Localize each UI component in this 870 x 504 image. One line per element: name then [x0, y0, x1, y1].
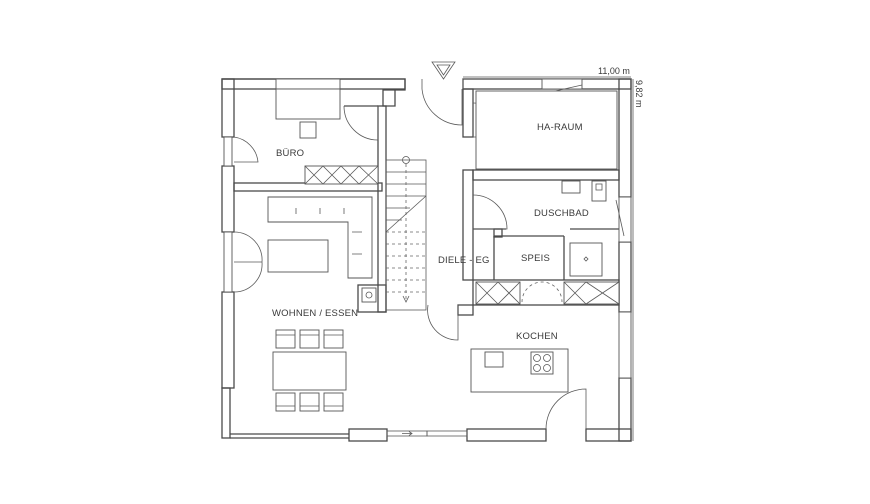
room-label-buero: BÜRO — [276, 148, 304, 159]
island-sink — [484, 351, 504, 368]
office-chair — [299, 121, 317, 139]
sofa — [267, 196, 373, 279]
stair-direction-arrow-icon — [402, 295, 410, 303]
windows — [223, 78, 632, 379]
width-dimension-label: 11,00 m — [598, 66, 630, 76]
doors — [233, 79, 587, 430]
door-entrance — [421, 88, 463, 126]
room-label-ha-raum: HA-RAUM — [537, 122, 583, 133]
coffee-table — [267, 239, 329, 273]
window-ha-raum — [541, 78, 583, 90]
shower — [569, 242, 603, 277]
toilet — [591, 180, 607, 202]
room-label-diele: DIELE - EG — [438, 255, 490, 266]
north-triangle-icon — [431, 61, 456, 80]
window-buero — [275, 78, 341, 90]
ha-raum-counter — [475, 90, 618, 170]
sink — [561, 180, 581, 194]
dimension-lines — [463, 76, 634, 441]
window-duschbad — [618, 196, 632, 243]
shelf-buero — [304, 165, 379, 185]
room-label-speis: SPEIS — [521, 253, 550, 264]
furniture — [267, 88, 620, 412]
room-label-duschbad: DUSCHBAD — [534, 208, 589, 219]
depth-dimension-label: 9,82 m — [634, 80, 644, 108]
door-kitchen-terrace — [545, 388, 587, 430]
door-buero — [343, 105, 379, 141]
staircase — [385, 156, 427, 311]
dining-table — [272, 351, 347, 391]
room-label-wohnen-essen: WOHNEN / ESSEN — [272, 308, 358, 319]
window-kochen — [618, 311, 632, 379]
cooktop — [530, 351, 554, 375]
stove — [361, 287, 377, 303]
kitchen-cabinets-top — [475, 281, 620, 305]
door-duschbad — [472, 194, 508, 230]
door-kochen — [427, 304, 459, 341]
desk — [275, 88, 341, 120]
room-label-kochen: KOCHEN — [516, 331, 558, 342]
